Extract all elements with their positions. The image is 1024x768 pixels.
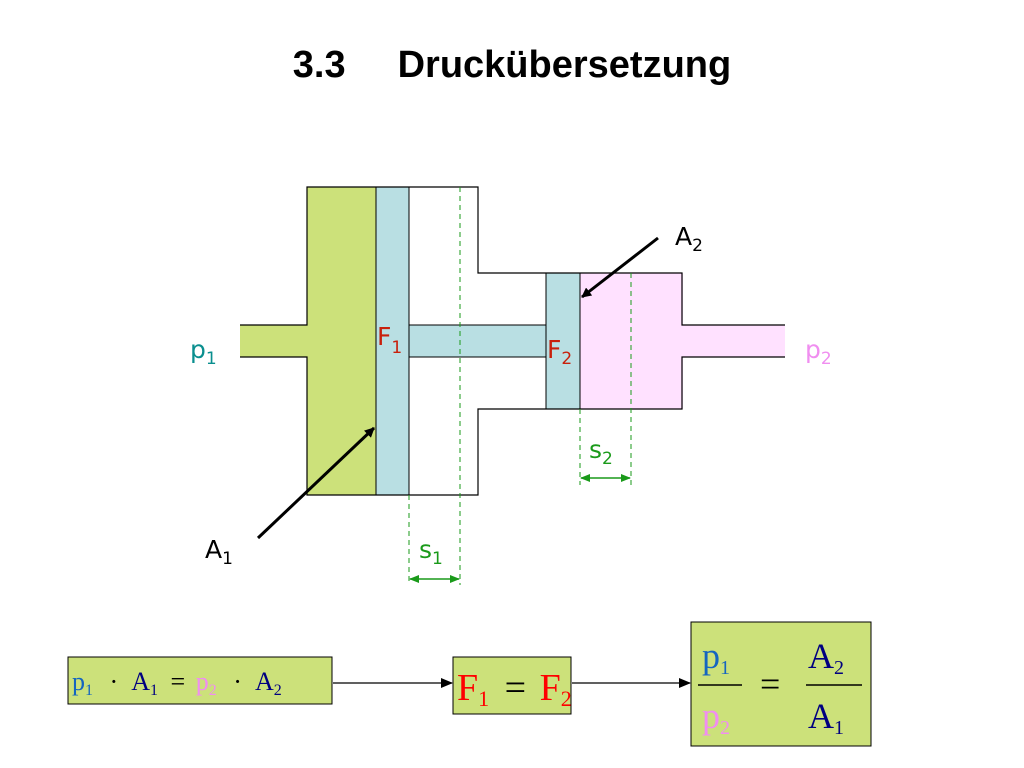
- label-s2: s2: [589, 435, 613, 469]
- section-number: 3.3: [292, 44, 346, 86]
- svg-text:p1 · A1 =: p1 · A1 = p2 · A2: [72, 667, 282, 701]
- formula-2: F1 = F2: [452, 656, 572, 715]
- formula-3-box: [690, 621, 872, 747]
- page-title: 3.3 Druckübersetzung: [0, 44, 1024, 87]
- label-F1: F1: [377, 322, 402, 358]
- label-F2: F2: [547, 335, 572, 369]
- formula-1-box: [67, 656, 333, 705]
- section-title: Druckübersetzung: [397, 44, 732, 86]
- svg-text:F1 = F2: F1 = F2: [457, 667, 572, 715]
- svg-text:p2: p2: [702, 696, 730, 739]
- label-p2: p2: [805, 335, 832, 369]
- formula-2-box: [452, 656, 572, 715]
- housing-outline: [240, 186, 785, 496]
- label-p1: p1: [190, 335, 217, 369]
- label-A1: A1: [205, 535, 233, 569]
- inlet-pipe-fluid: [240, 325, 308, 357]
- outlet-pipe-fluid: [682, 325, 785, 357]
- formula-1: p1 · A1 = p2 · A2: [67, 656, 333, 705]
- svg-text:A1: A1: [808, 696, 844, 739]
- area-1-pointer: [256, 426, 376, 540]
- formula-3-equals: =: [760, 664, 780, 704]
- piston-rod: [408, 324, 547, 358]
- formula-3: p1 p2 = A2 A1: [690, 621, 872, 747]
- label-s1: s1: [419, 535, 443, 569]
- chamber-1-fluid: [307, 187, 376, 495]
- svg-text:p1: p1: [702, 636, 730, 679]
- svg-text:A2: A2: [808, 636, 844, 679]
- area-2-pointer: [581, 236, 659, 299]
- label-A2: A2: [675, 222, 703, 256]
- piston-large: [375, 186, 410, 496]
